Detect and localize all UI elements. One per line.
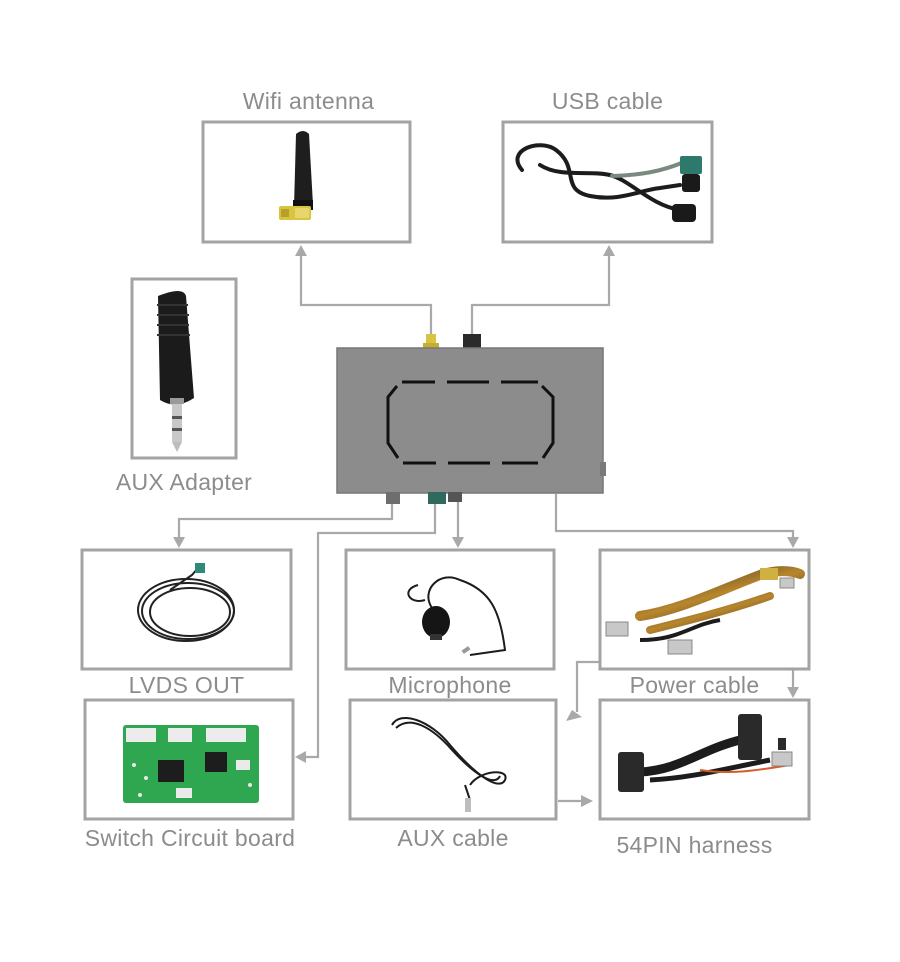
label-aux-adapter: AUX Adapter (115, 469, 253, 495)
connector-power-aux (575, 660, 599, 712)
connector-wifi (299, 254, 433, 338)
wifi-antenna-illustration (279, 131, 313, 220)
label-microphone: Microphone (388, 672, 512, 698)
arrow-lvds (173, 537, 185, 548)
arrow-power (787, 537, 799, 548)
arrow-power-harness (787, 687, 799, 698)
microphone-illustration (407, 576, 507, 656)
label-54pin-harness: 54PIN harness (616, 832, 773, 858)
power-cable-illustration (605, 566, 805, 655)
arrow-aux-harness (581, 795, 593, 807)
aux-adapter-illustration (157, 291, 194, 452)
label-power-cable: Power cable (629, 672, 760, 698)
harness-port-a (428, 492, 446, 504)
usb-port (463, 334, 481, 348)
connector-lvds (177, 504, 394, 538)
frame-lvds (80, 548, 293, 671)
arrow-wifi (295, 245, 307, 256)
label-usb-cable: USB cable (551, 88, 664, 114)
switch-board-illustration (123, 725, 259, 803)
frame-usb (501, 120, 714, 244)
main-module (336, 334, 606, 504)
label-lvds-out: LVDS OUT (128, 672, 245, 698)
aux-cable-illustration (391, 716, 507, 801)
connector-usb (470, 254, 611, 338)
connector-power (554, 494, 795, 538)
lvds-connector (195, 563, 205, 573)
module-body (336, 347, 604, 494)
arrow-power-aux (566, 710, 582, 721)
arrow-microphone (452, 537, 464, 548)
aux-cable-jack (465, 798, 471, 812)
wifi-port (426, 334, 436, 348)
lvds-port (386, 492, 400, 504)
arrow-usb (603, 245, 615, 256)
label-switch-circuit-board: Switch Circuit board (84, 825, 296, 851)
connector-switch-board (305, 504, 437, 759)
harness-port-b (448, 492, 462, 502)
label-wifi-antenna: Wifi antenna (242, 88, 375, 114)
label-aux-cable: AUX cable (397, 825, 509, 851)
frame-aux-cable (348, 698, 558, 821)
harness-illustration (618, 714, 793, 792)
arrow-switch-board (295, 751, 306, 763)
frame-microphone (344, 548, 556, 671)
connector-lines (173, 245, 799, 807)
usb-connectors (672, 156, 702, 222)
module-logo-outline (386, 380, 555, 465)
usb-cable-illustration (515, 143, 686, 212)
